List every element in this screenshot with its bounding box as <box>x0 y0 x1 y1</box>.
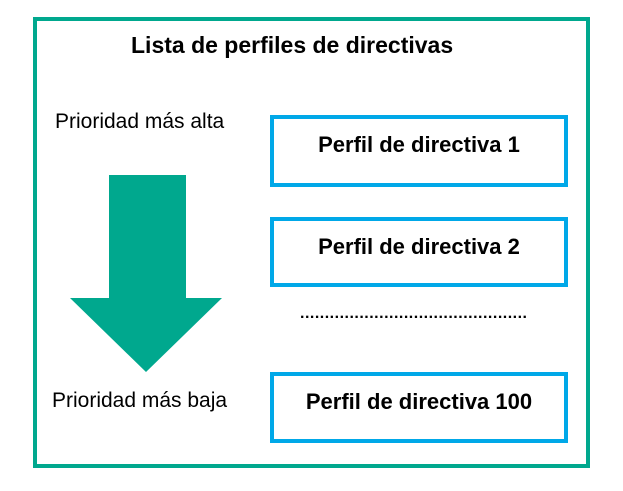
priority-highest-label: Prioridad más alta <box>55 110 225 133</box>
profile-box-100-label: Perfil de directiva 100 <box>305 389 533 414</box>
profile-box-2-label: Perfil de directiva 2 <box>318 234 520 259</box>
profile-box-1-label: Perfil de directiva 1 <box>318 132 520 157</box>
priority-lowest-label: Prioridad más baja <box>52 389 228 412</box>
profile-box-100: Perfil de directiva 100 <box>270 372 568 443</box>
diagram-title: Lista de perfiles de directivas <box>131 32 454 58</box>
profile-box-1: Perfil de directiva 1 <box>270 115 568 187</box>
outer-frame <box>33 17 590 468</box>
profile-box-2: Perfil de directiva 2 <box>270 217 568 287</box>
ellipsis-dots: ........................................… <box>300 305 528 322</box>
